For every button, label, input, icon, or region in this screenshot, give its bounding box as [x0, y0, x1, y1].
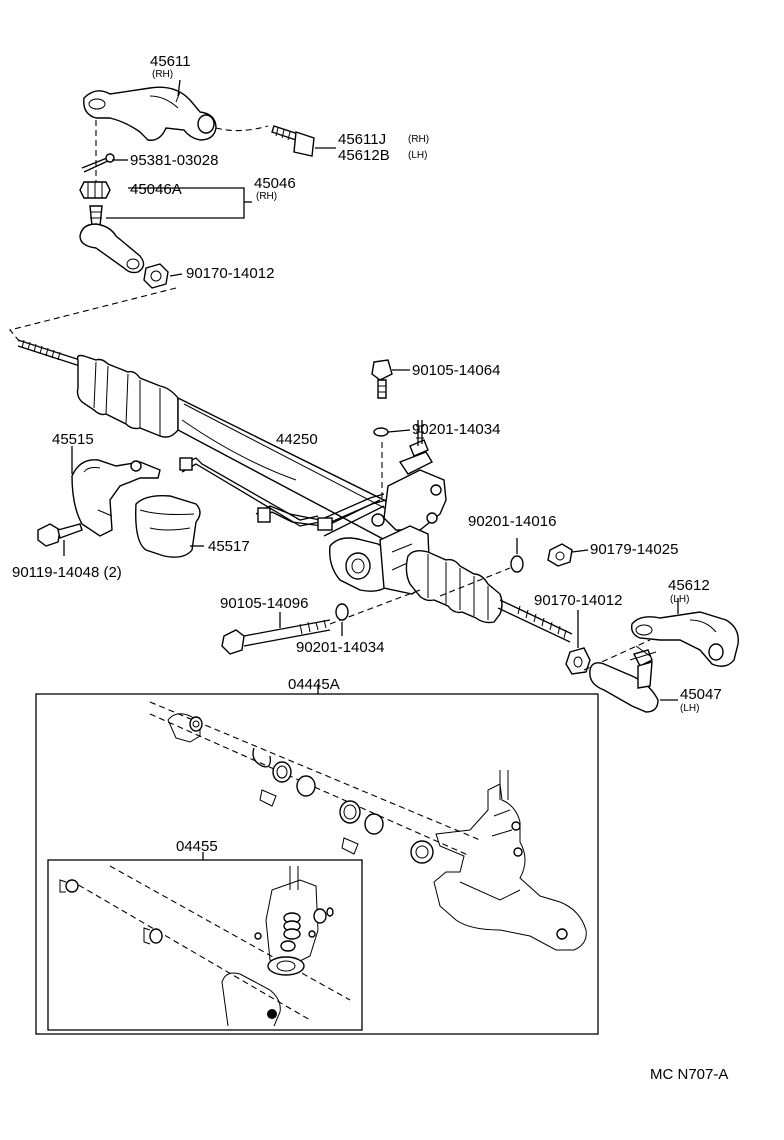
- label-90105-14096: 90105-14096: [220, 595, 308, 612]
- label-45611j: 45611J: [338, 131, 386, 148]
- label-45046-side: (RH): [256, 191, 277, 202]
- label-45612: 45612: [668, 577, 710, 594]
- label-45611: 45611: [150, 53, 191, 70]
- label-45046: 45046: [254, 175, 296, 192]
- nut-90170-rh: [143, 263, 169, 289]
- label-45046a: 45046A: [130, 181, 182, 198]
- tie-rod-end-lh: [589, 645, 659, 713]
- label-45612-side: (LH): [670, 594, 689, 605]
- washer-90201-14016: [510, 555, 524, 573]
- label-04445a: 04445A: [288, 676, 340, 693]
- label-90119-14048: 90119-14048 (2): [12, 564, 122, 581]
- cotter-pin: [81, 153, 115, 173]
- label-90179-14025: 90179-14025: [590, 541, 678, 558]
- label-90105-14064: 90105-14064: [412, 362, 500, 379]
- label-95381-03028: 95381-03028: [130, 152, 218, 169]
- gasket-kit-box-04445a: [35, 693, 599, 1035]
- bracket-45515: [71, 459, 161, 537]
- washer-90201-bottom: [335, 603, 349, 621]
- knuckle-arm-lh: [630, 611, 739, 667]
- gasket-kit-exploded-view: [149, 701, 587, 951]
- label-45611j-side: (RH): [408, 134, 429, 145]
- nut-90179-14025: [547, 543, 573, 567]
- label-45047-side: (LH): [680, 703, 699, 714]
- gasket-kit-box-04455: [47, 859, 363, 1031]
- label-90201-14034-bottom: 90201-14034: [296, 639, 384, 656]
- bolt-90105-14096: [221, 619, 331, 655]
- bolt-45611j: [271, 125, 315, 157]
- washer-90201-top: [373, 427, 389, 437]
- tie-rod-end-rh: [79, 205, 145, 274]
- gasket-kit-04455-view: [59, 865, 351, 1027]
- label-90170-14012-lh: 90170-14012: [534, 592, 622, 609]
- label-45517: 45517: [208, 538, 250, 555]
- label-90201-14034-top: 90201-14034: [412, 421, 500, 438]
- bolt-90119-14048: [37, 523, 83, 547]
- label-90170-14012-top: 90170-14012: [186, 265, 274, 282]
- label-45612b: 45612B: [338, 147, 390, 164]
- label-45611-side: (RH): [152, 69, 173, 80]
- nut-90170-lh: [565, 647, 591, 675]
- label-45047: 45047: [680, 686, 722, 703]
- diagram-code: MC N707-A: [650, 1066, 728, 1083]
- steering-rack-assembly: [17, 339, 573, 643]
- knuckle-arm-rh: [83, 86, 217, 141]
- castle-nut-45046a: [79, 181, 111, 199]
- label-04455: 04455: [176, 838, 218, 855]
- bolt-90105-14064: [371, 359, 393, 399]
- bushing-45517: [135, 494, 201, 558]
- label-44250: 44250: [276, 431, 318, 448]
- label-90201-14016: 90201-14016: [468, 513, 556, 530]
- label-45612b-side: (LH): [408, 150, 427, 161]
- label-45515: 45515: [52, 431, 94, 448]
